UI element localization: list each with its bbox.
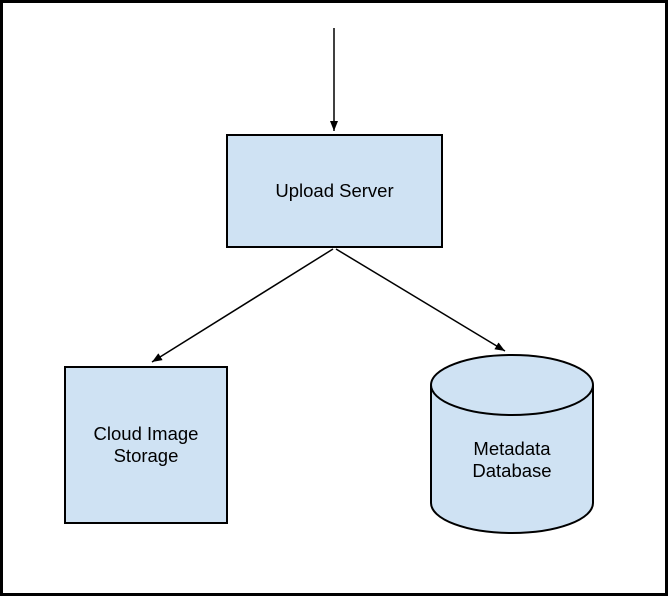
node-metadata-database-top	[430, 354, 594, 416]
node-cloud-image-storage	[64, 366, 228, 524]
edge-upload-server-to-cloud-storage	[151, 248, 334, 363]
node-metadata-database-body	[430, 385, 594, 534]
node-upload-server	[226, 134, 443, 248]
edge-upload-server-to-metadata-database	[335, 248, 506, 352]
